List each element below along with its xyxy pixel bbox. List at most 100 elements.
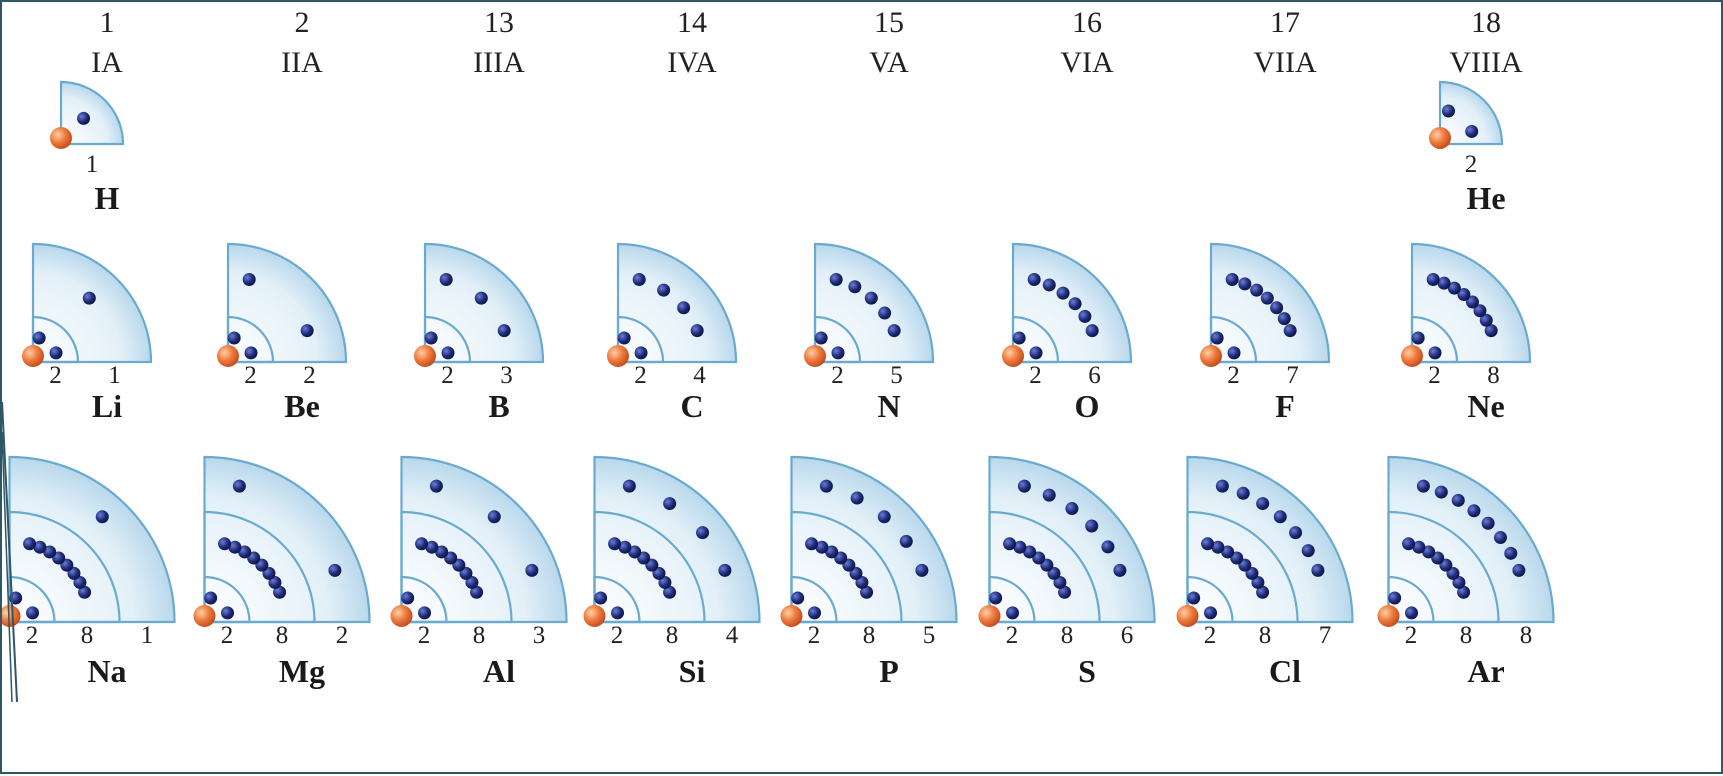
electron [1211,540,1225,554]
electron-shell [813,315,862,364]
electron [1210,331,1224,345]
left-edge-line [2,431,13,703]
electron [525,563,539,577]
shell-electron-count: 2 [808,622,821,649]
electron-shell [203,510,316,624]
nucleus [780,605,803,627]
electron-shell [616,242,738,364]
shell-electron-count: 5 [890,362,903,389]
group-number: 15 [874,6,904,39]
electron [1411,331,1425,345]
nucleus [607,345,629,367]
shell-electron-count: 6 [1088,362,1101,389]
electron [49,346,63,360]
electron [95,510,109,524]
electron [244,346,258,360]
nucleus [1377,605,1400,627]
group-number: 18 [1471,6,1501,39]
shell-electron-count: 7 [1286,362,1299,389]
electron [848,280,862,294]
electron [1078,309,1092,323]
electron-shell [988,510,1101,624]
element-symbol: S [1078,653,1096,689]
electron [1012,331,1026,345]
shell-electron-count: 2 [1227,362,1240,389]
shell-electron-count: 2 [634,362,647,389]
electron [718,563,732,577]
electron [1029,346,1043,360]
electron [663,497,677,511]
electron [78,585,92,599]
electron [1187,591,1201,605]
electron [429,479,443,493]
nucleus [1200,345,1222,367]
electron [1283,324,1297,338]
element-symbol: C [680,388,703,424]
electron [77,111,91,125]
nucleus [1401,345,1423,367]
electron-shell [1011,315,1060,364]
group-number: 16 [1072,6,1102,39]
shell-electron-count: 2 [1405,622,1418,649]
electron [1068,297,1082,311]
group-roman-label: IA [91,46,123,79]
electron [1250,283,1264,297]
electron [1412,540,1426,554]
nucleus [583,605,606,627]
shell-electron-count: 3 [500,362,513,389]
electron [424,331,438,345]
nucleus [1176,605,1199,627]
electron [1416,479,1430,493]
electron [1289,526,1303,540]
electron [273,585,287,599]
electron [1457,585,1471,599]
electron [1457,287,1471,301]
element-symbol: F [1275,388,1295,424]
group-number: 17 [1270,6,1300,39]
electron [204,591,218,605]
electron [1467,504,1481,518]
electron [1006,606,1020,620]
electron-shell [1186,575,1234,624]
element-symbol: B [488,388,509,424]
electron-shell [400,510,513,624]
shell-electron-count: 8 [1061,622,1074,649]
electron [1437,276,1451,290]
electron [228,540,242,554]
electron [877,510,891,524]
electron [1027,273,1041,287]
element-symbol: Ne [1467,388,1504,424]
electron [1504,546,1518,560]
electron [1479,313,1493,327]
nucleus [414,345,436,367]
electron [300,324,314,338]
electron [1465,124,1479,138]
element-symbol: He [1466,180,1505,216]
electron [1085,519,1099,533]
element-symbol: P [879,653,899,689]
element-symbol: Cl [1269,653,1301,689]
shell-electron-count: 1 [86,151,99,178]
electron [663,585,677,599]
electron-shell [1410,315,1459,364]
shell-electron-count: 7 [1319,622,1332,649]
electron [1017,479,1031,493]
electron [815,540,829,554]
shell-electron-count: 6 [1121,622,1134,649]
electron [1277,312,1291,326]
nucleus [390,605,413,627]
electron [989,591,1003,605]
electron-shell [1387,455,1555,624]
electron [435,545,449,559]
electron-shell [31,315,80,364]
electron [415,537,429,551]
